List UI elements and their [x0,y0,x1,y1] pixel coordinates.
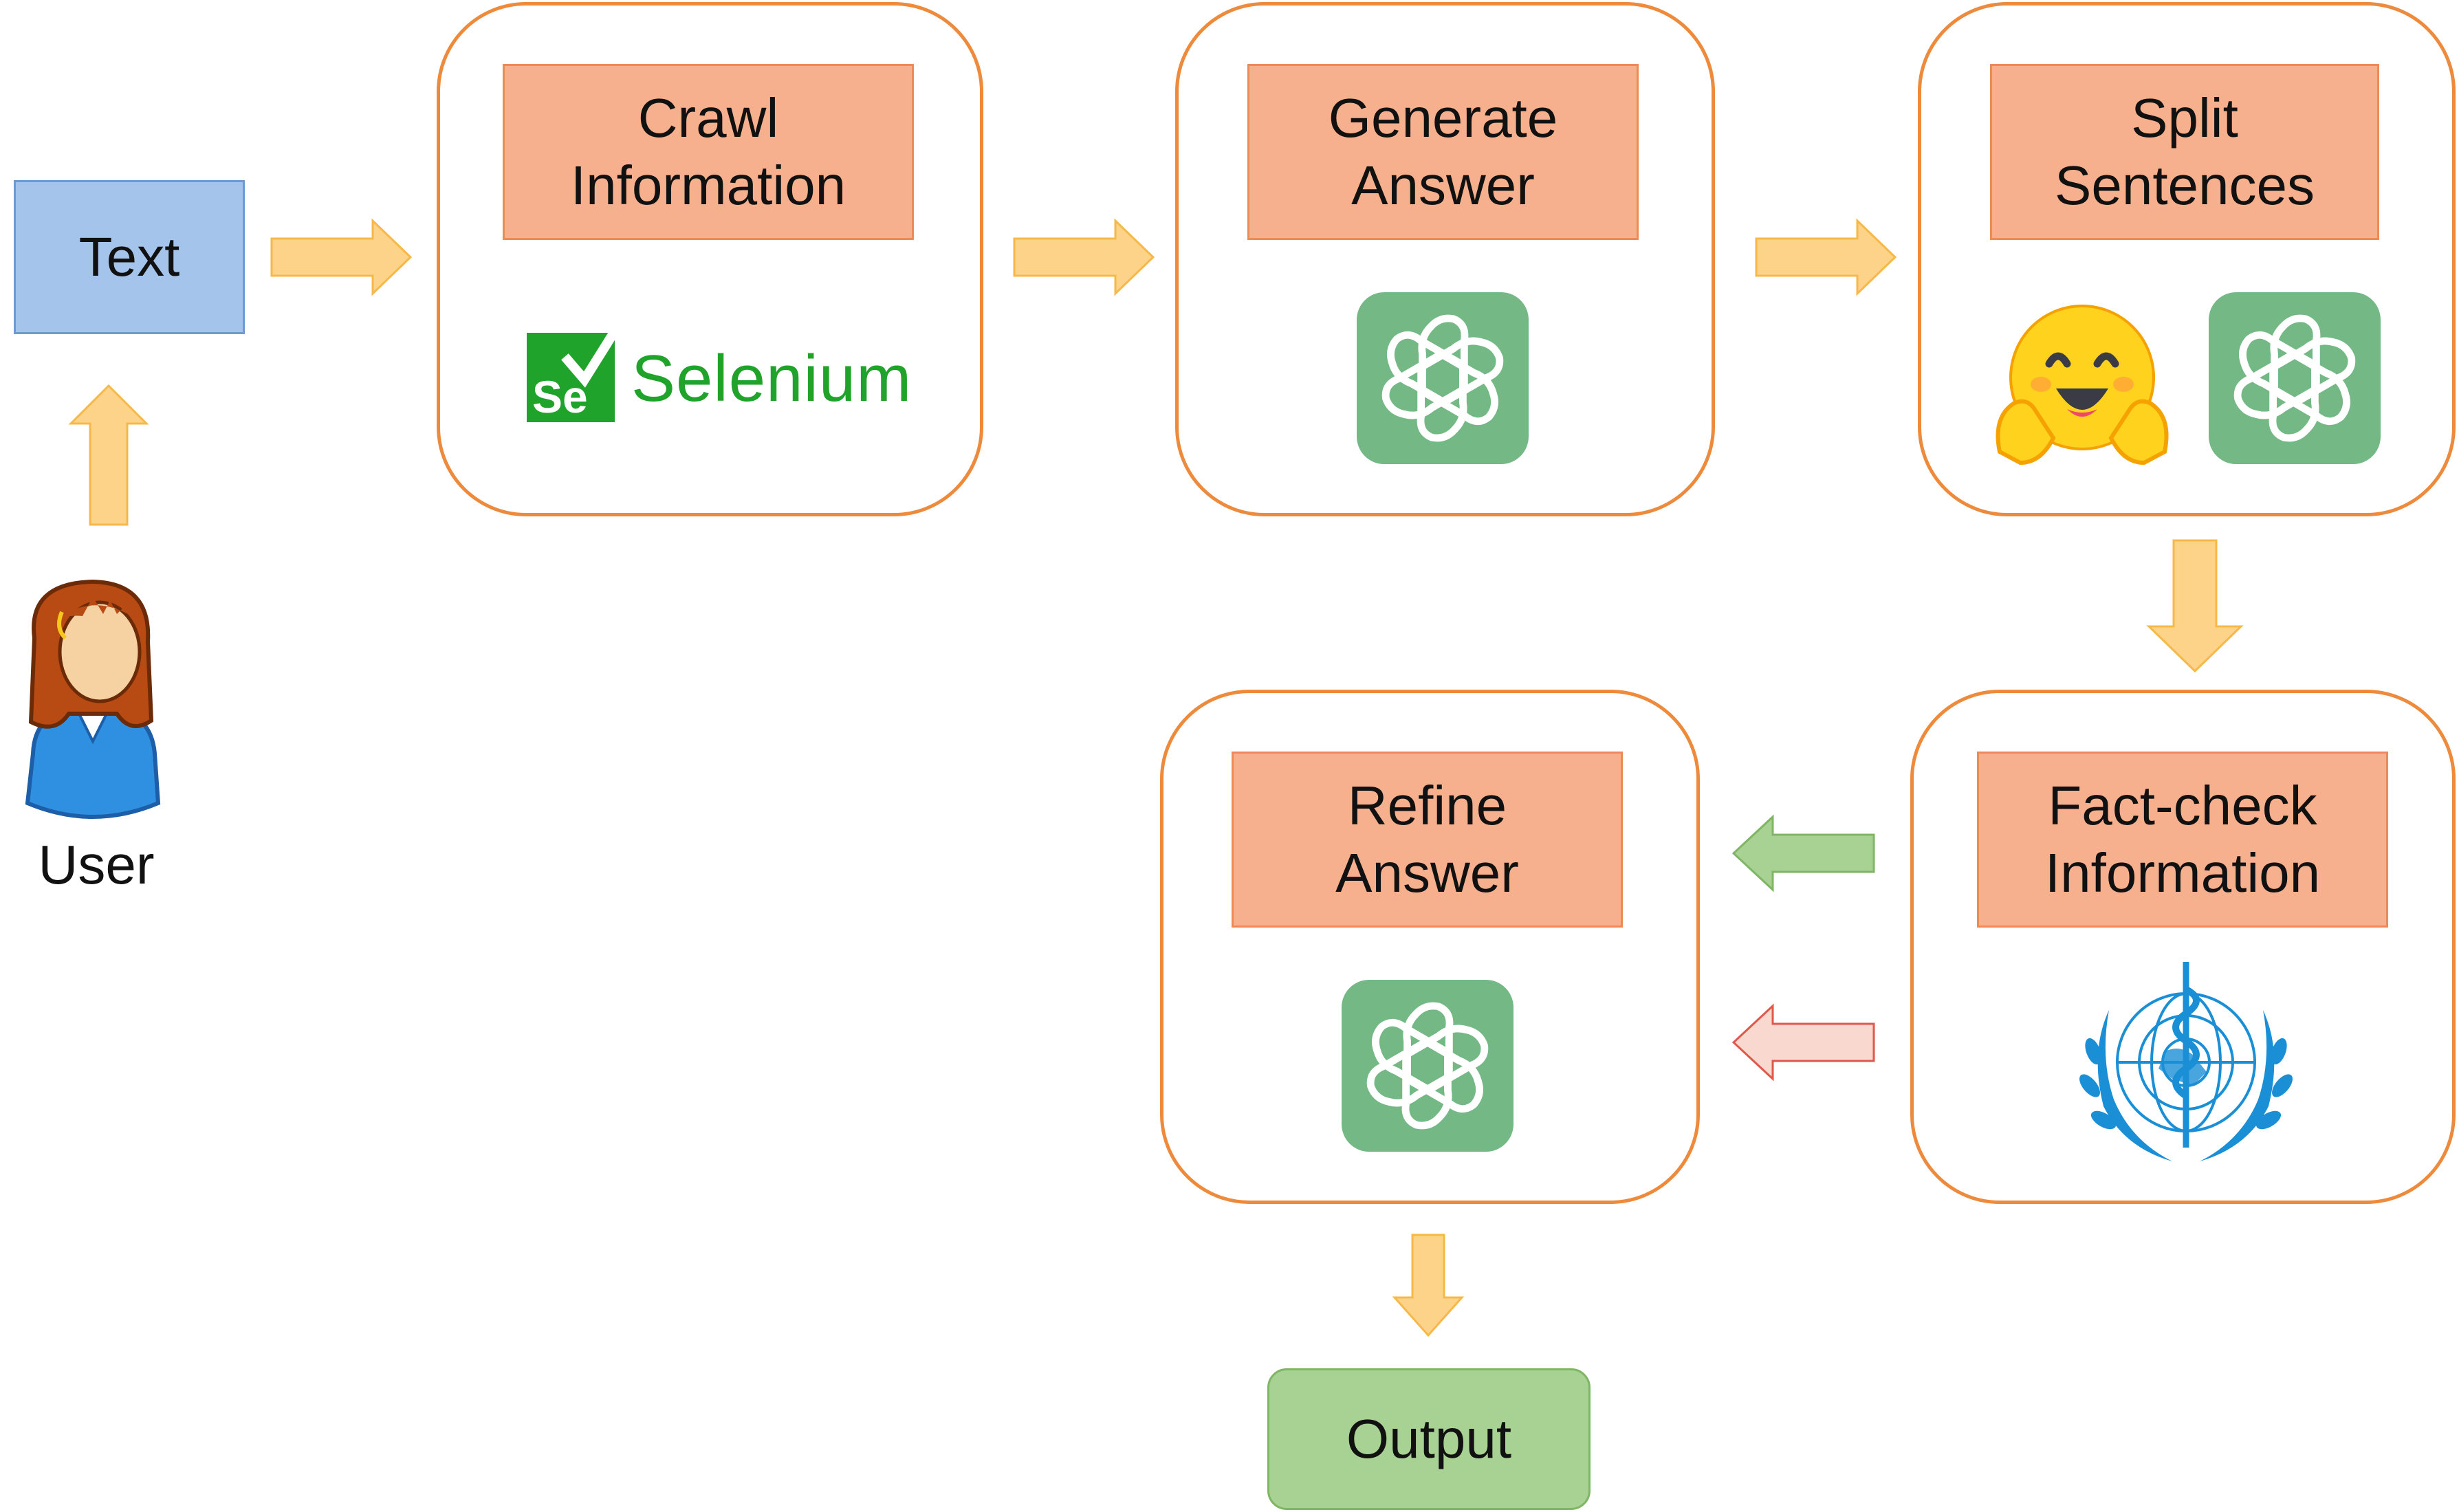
chatgpt-logo-icon [1366,1002,1489,1130]
arrow-user-to-text [68,384,149,526]
text-input-label: Text [78,226,180,287]
stage-title-generate-text: Generate Answer [1328,87,1558,216]
stage-title-crawl-text: Crawl Information [570,87,846,216]
stage-title-split-text: Split Sentences [2054,87,2315,216]
arrow-crawl-to-generate [1013,218,1155,296]
arrow-refine-to-output [1392,1234,1465,1337]
stage-title-refine-text: Refine Answer [1335,775,1519,903]
selenium-logo-icon: Se [527,333,615,422]
stage-title-generate: Generate Answer [1247,64,1639,240]
who-logo-icon [2079,962,2293,1161]
user-icon [25,579,161,819]
stage-title-fact-check-text: Fact-check Information [2044,775,2321,903]
arrow-generate-to-split [1755,218,1897,296]
stage-title-crawl: Crawl Information [503,64,914,240]
chatgpt-logo-icon [1381,314,1504,442]
arrow-text-to-crawl [270,218,413,296]
arrow-fact-check-fail-to-refine [1731,1003,1875,1082]
stage-title-split: Split Sentences [1990,64,2379,240]
arrow-fact-check-pass-to-refine [1731,814,1875,892]
selenium-logo-text: Selenium [631,342,912,415]
hugging-face-logo-icon [1996,305,2169,465]
svg-text:Se: Se [532,371,588,422]
output-label: Output [1346,1408,1512,1469]
chatgpt-logo-icon [2233,314,2356,442]
chatgpt-tile [1357,292,1529,464]
text-input-node: Text [14,180,245,334]
chatgpt-tile [2209,292,2381,464]
stage-title-refine: Refine Answer [1232,752,1623,928]
output-node: Output [1267,1368,1591,1510]
stage-title-fact-check: Fact-check Information [1977,752,2388,928]
arrow-split-to-fact-check [2146,539,2244,673]
chatgpt-tile [1342,980,1513,1152]
user-label: User [38,834,155,895]
